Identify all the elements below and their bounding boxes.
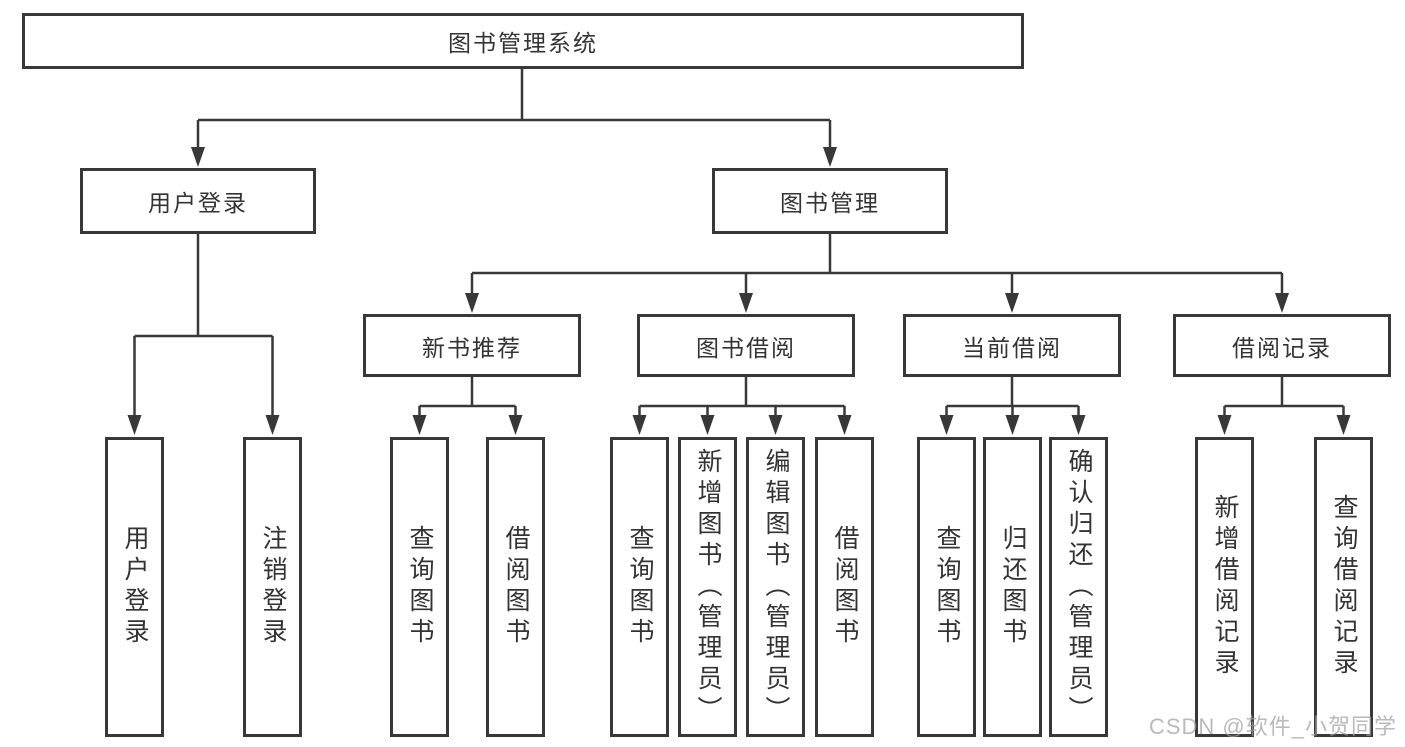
node-library-management-system: 图书管理系统 [22, 13, 1024, 69]
node-user-login: 用户登录 [80, 168, 316, 234]
leaf-return-books: 归还图书 [983, 437, 1042, 737]
leaf-query-books-recommend: 查询图书 [390, 437, 449, 737]
leaf-confirm-return-admin: 确认归还（管理员） [1049, 437, 1108, 737]
leaf-query-books-current: 查询图书 [917, 437, 976, 737]
leaf-add-books-admin: 新增图书（管理员） [678, 437, 737, 737]
leaf-query-books-borrowing: 查询图书 [610, 437, 669, 737]
leaf-logout-login: 注销登录 [243, 437, 302, 737]
leaf-query-borrowing-record: 查询借阅记录 [1314, 437, 1373, 737]
leaf-edit-books-admin: 编辑图书（管理员） [746, 437, 805, 737]
node-book-management: 图书管理 [712, 168, 948, 234]
node-borrowing-records: 借阅记录 [1173, 314, 1391, 377]
leaf-borrow-books-borrowing: 借阅图书 [815, 437, 874, 737]
leaf-borrow-books-recommend: 借阅图书 [486, 437, 545, 737]
node-book-borrowing: 图书借阅 [637, 314, 855, 377]
leaf-user-login: 用户登录 [105, 437, 164, 737]
leaf-add-borrowing-record: 新增借阅记录 [1195, 437, 1254, 737]
watermark-text: CSDN @软件_小贺同学 [1148, 714, 1397, 739]
node-current-borrowing: 当前借阅 [903, 314, 1121, 377]
node-new-book-recommendation: 新书推荐 [363, 314, 581, 377]
